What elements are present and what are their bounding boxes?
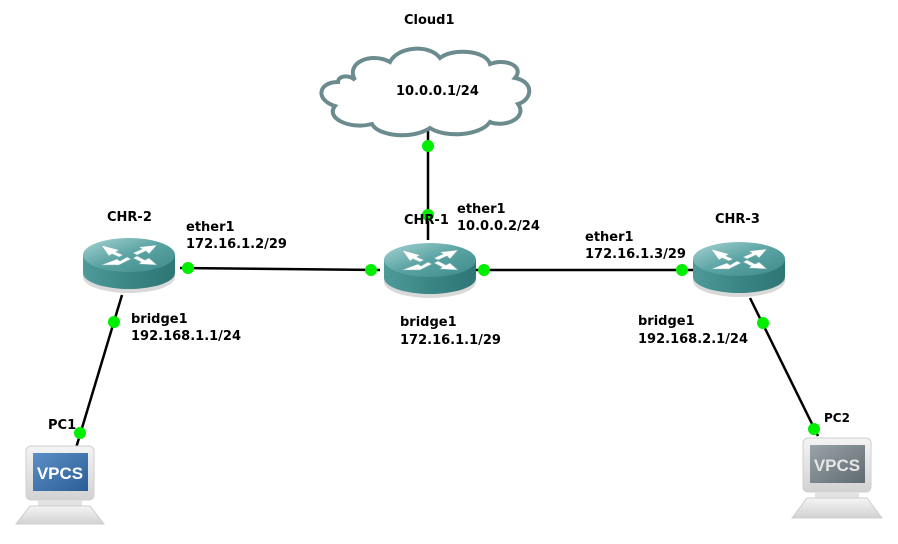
status-dot-cloud1 bbox=[422, 140, 434, 152]
chr2-ether1-address: 172.16.1.2/29 bbox=[186, 237, 287, 252]
chr1-ether1-address: 10.0.0.2/24 bbox=[457, 219, 540, 234]
link-status-dots bbox=[74, 140, 820, 439]
status-dot-chr3-bridge1 bbox=[757, 317, 769, 329]
pc2-screen-text: VPCS bbox=[814, 456, 860, 475]
chr2-bridge1-name: bridge1 bbox=[131, 312, 188, 327]
pc1-label: PC1 bbox=[48, 418, 77, 433]
chr1-bridge1-address: 172.16.1.1/29 bbox=[400, 333, 501, 348]
vpcs-icon-pc1[interactable]: VPCS bbox=[14, 445, 106, 525]
router-icon-chr3[interactable] bbox=[692, 241, 786, 298]
chr3-label: CHR-3 bbox=[715, 212, 760, 227]
cloud-node[interactable] bbox=[319, 46, 532, 138]
chr1-bridge1-name: bridge1 bbox=[400, 315, 457, 330]
status-dot-chr1-right bbox=[478, 264, 490, 276]
chr3-ether1-name: ether1 bbox=[585, 230, 634, 245]
chr1-ether1-name: ether1 bbox=[457, 202, 506, 217]
chr2-bridge1-address: 192.168.1.1/24 bbox=[131, 329, 242, 344]
status-dot-chr1-left bbox=[365, 264, 377, 276]
pc1-screen-text: VPCS bbox=[37, 464, 83, 483]
status-dot-chr3-ether1 bbox=[676, 264, 688, 276]
chr2-label: CHR-2 bbox=[107, 210, 152, 225]
chr3-bridge1-name: bridge1 bbox=[638, 314, 695, 329]
status-dot-pc1 bbox=[74, 427, 86, 439]
chr3-bridge1-address: 192.168.2.1/24 bbox=[638, 332, 749, 347]
router-icon-chr1[interactable] bbox=[383, 242, 477, 299]
router-icon-chr2[interactable] bbox=[82, 237, 176, 294]
status-dot-pc2 bbox=[808, 423, 820, 435]
status-dot-chr1-ether1 bbox=[422, 209, 434, 221]
cloud-icon bbox=[319, 46, 532, 138]
status-dot-chr2-ether1 bbox=[182, 262, 194, 274]
chr3-ether1-address: 172.16.1.3/29 bbox=[585, 247, 686, 262]
pc2-label: PC2 bbox=[824, 411, 850, 425]
chr1-label: CHR-1 bbox=[404, 213, 449, 228]
chr2-ether1-name: ether1 bbox=[186, 220, 235, 235]
cloud1-address: 10.0.0.1/24 bbox=[396, 84, 479, 99]
cloud1-label: Cloud1 bbox=[404, 13, 455, 28]
status-dot-chr2-bridge1 bbox=[108, 316, 120, 328]
link-chr2-chr1[interactable] bbox=[179, 266, 381, 272]
vpcs-icon-pc2[interactable]: VPCS bbox=[791, 437, 883, 519]
